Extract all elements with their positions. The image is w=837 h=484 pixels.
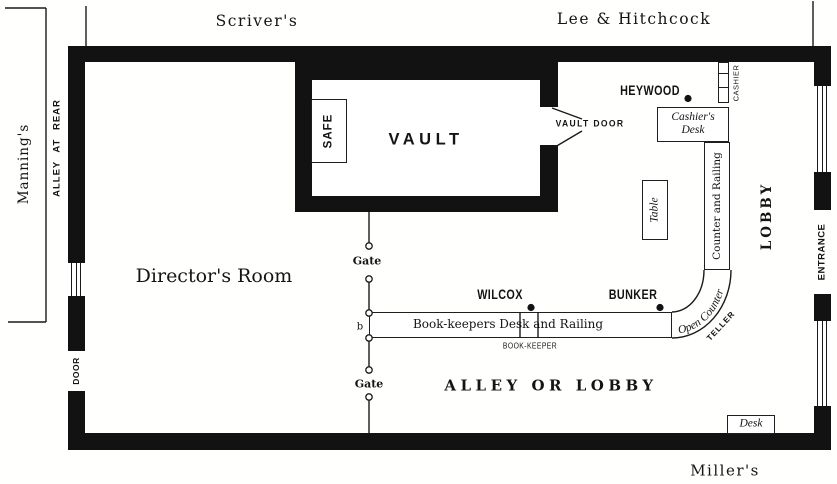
label-scrivers: Scriver's [215,12,299,31]
label-bookkeeper: BOOK-KEEPER [502,341,558,351]
label-cashier-window: CASHIER [731,64,741,102]
person-dot-heywood [684,94,692,103]
label-alley-at-rear: ALLEY AT REAR [51,99,63,197]
label-table: Table [648,197,661,223]
label-teller: TELLER [704,309,737,343]
label-safe: SAFE [322,113,335,149]
wall-left-middle [68,296,85,351]
label-person-heywood: HEYWOOD [620,83,680,99]
window-left [68,263,85,296]
wall-right-1 [814,46,831,86]
window-right-lower [814,321,831,406]
label-lee-hitchcock: Lee & Hitchcock [556,10,712,29]
label-person-bunker: BUNKER [608,287,658,303]
open-counter-inner-arc [671,269,705,313]
label-millers: Miller's [690,461,760,480]
label-directors-room: Director's Room [135,265,293,288]
label-person-wilcox: WILCOX [477,287,523,303]
rear-desk-box [727,415,775,434]
label-gate-lower: Gate [354,377,384,391]
label-alley-or-lobby: ALLEY OR LOBBY [444,376,658,395]
person-dot-bunker [656,303,664,312]
label-lobby: LOBBY [759,181,776,251]
wall-right-2 [814,172,831,210]
wall-left-upper [68,46,85,263]
label-door: DOOR [70,357,81,385]
wall-right-4 [814,406,831,450]
wall-bottom [68,433,831,450]
label-vault-door: VAULT DOOR [555,118,625,130]
label-gate-upper: Gate [352,254,382,268]
label-entrance: ENTRANCE [816,223,828,281]
label-mannings: Manning's [16,123,33,205]
label-vault: VAULT [388,130,464,149]
counter-railing-box [704,142,730,270]
cashiers-desk-box [657,107,729,142]
label-point-b: b [356,321,364,333]
wall-right-3 [814,294,831,321]
safe-box [311,99,347,163]
label-cashiers-desk: Cashier's Desk [671,110,715,136]
wall-left-lower [68,391,85,450]
vault-interior [312,80,540,196]
table-box [642,180,668,240]
label-counter-and-railing: Counter and Railing [710,152,723,260]
cashier-window-counter [718,62,729,103]
person-dot-wilcox [527,303,535,312]
label-rear-desk: Desk [739,417,763,430]
label-bookkeepers-desk: Book-keepers Desk and Railing [412,317,604,332]
wall-top [68,46,831,62]
window-right-upper [814,86,831,172]
